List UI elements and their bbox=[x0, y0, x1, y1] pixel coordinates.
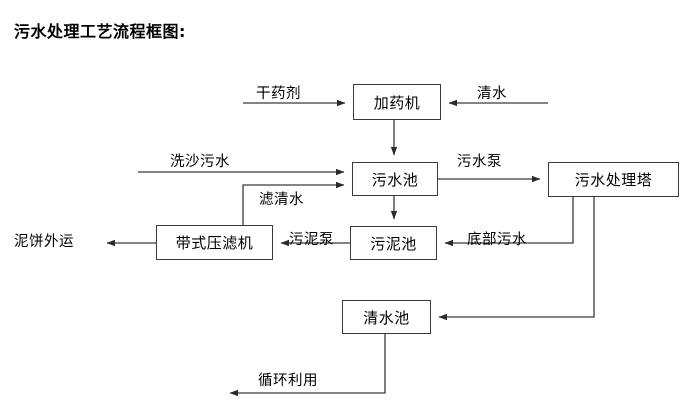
node-label-belt-filter-press: 带式压滤机 bbox=[175, 234, 254, 252]
label-sewage-pump: 污水泵 bbox=[457, 154, 502, 170]
page-title: 污水处理工艺流程框图: bbox=[14, 22, 186, 41]
node-treatment-tower[interactable]: 污水处理塔 bbox=[548, 162, 679, 197]
node-label-clear-water-pool: 清水池 bbox=[363, 308, 410, 327]
label-bottom-sewage: 底部污水 bbox=[467, 232, 527, 248]
label-filtered-clear-water: 滤清水 bbox=[259, 192, 304, 208]
edge-treatment-tower-to-clear-water-pool bbox=[438, 197, 595, 321]
node-sewage-pool[interactable]: 污水池 bbox=[352, 162, 438, 196]
label-sand-washing-sewage: 洗沙污水 bbox=[170, 154, 230, 170]
node-label-sludge-pool: 污泥池 bbox=[370, 234, 417, 253]
node-label-sewage-pool: 污水池 bbox=[371, 170, 419, 189]
node-dosing-machine[interactable]: 加药机 bbox=[353, 84, 441, 120]
node-sludge-pool[interactable]: 污泥池 bbox=[350, 226, 437, 260]
label-recycle-reuse: 循环利用 bbox=[258, 373, 318, 389]
label-clean-water: 清水 bbox=[477, 86, 507, 102]
node-belt-filter-press[interactable]: 带式压滤机 bbox=[156, 225, 273, 260]
label-mud-cake-out: 泥饼外运 bbox=[14, 234, 74, 250]
label-dry-chemical: 干药剂 bbox=[256, 86, 301, 102]
label-sludge-pump: 污泥泵 bbox=[289, 232, 334, 248]
node-label-treatment-tower: 污水处理塔 bbox=[574, 171, 653, 189]
node-label-dosing-machine: 加药机 bbox=[373, 93, 421, 112]
node-clear-water-pool[interactable]: 清水池 bbox=[342, 300, 431, 334]
